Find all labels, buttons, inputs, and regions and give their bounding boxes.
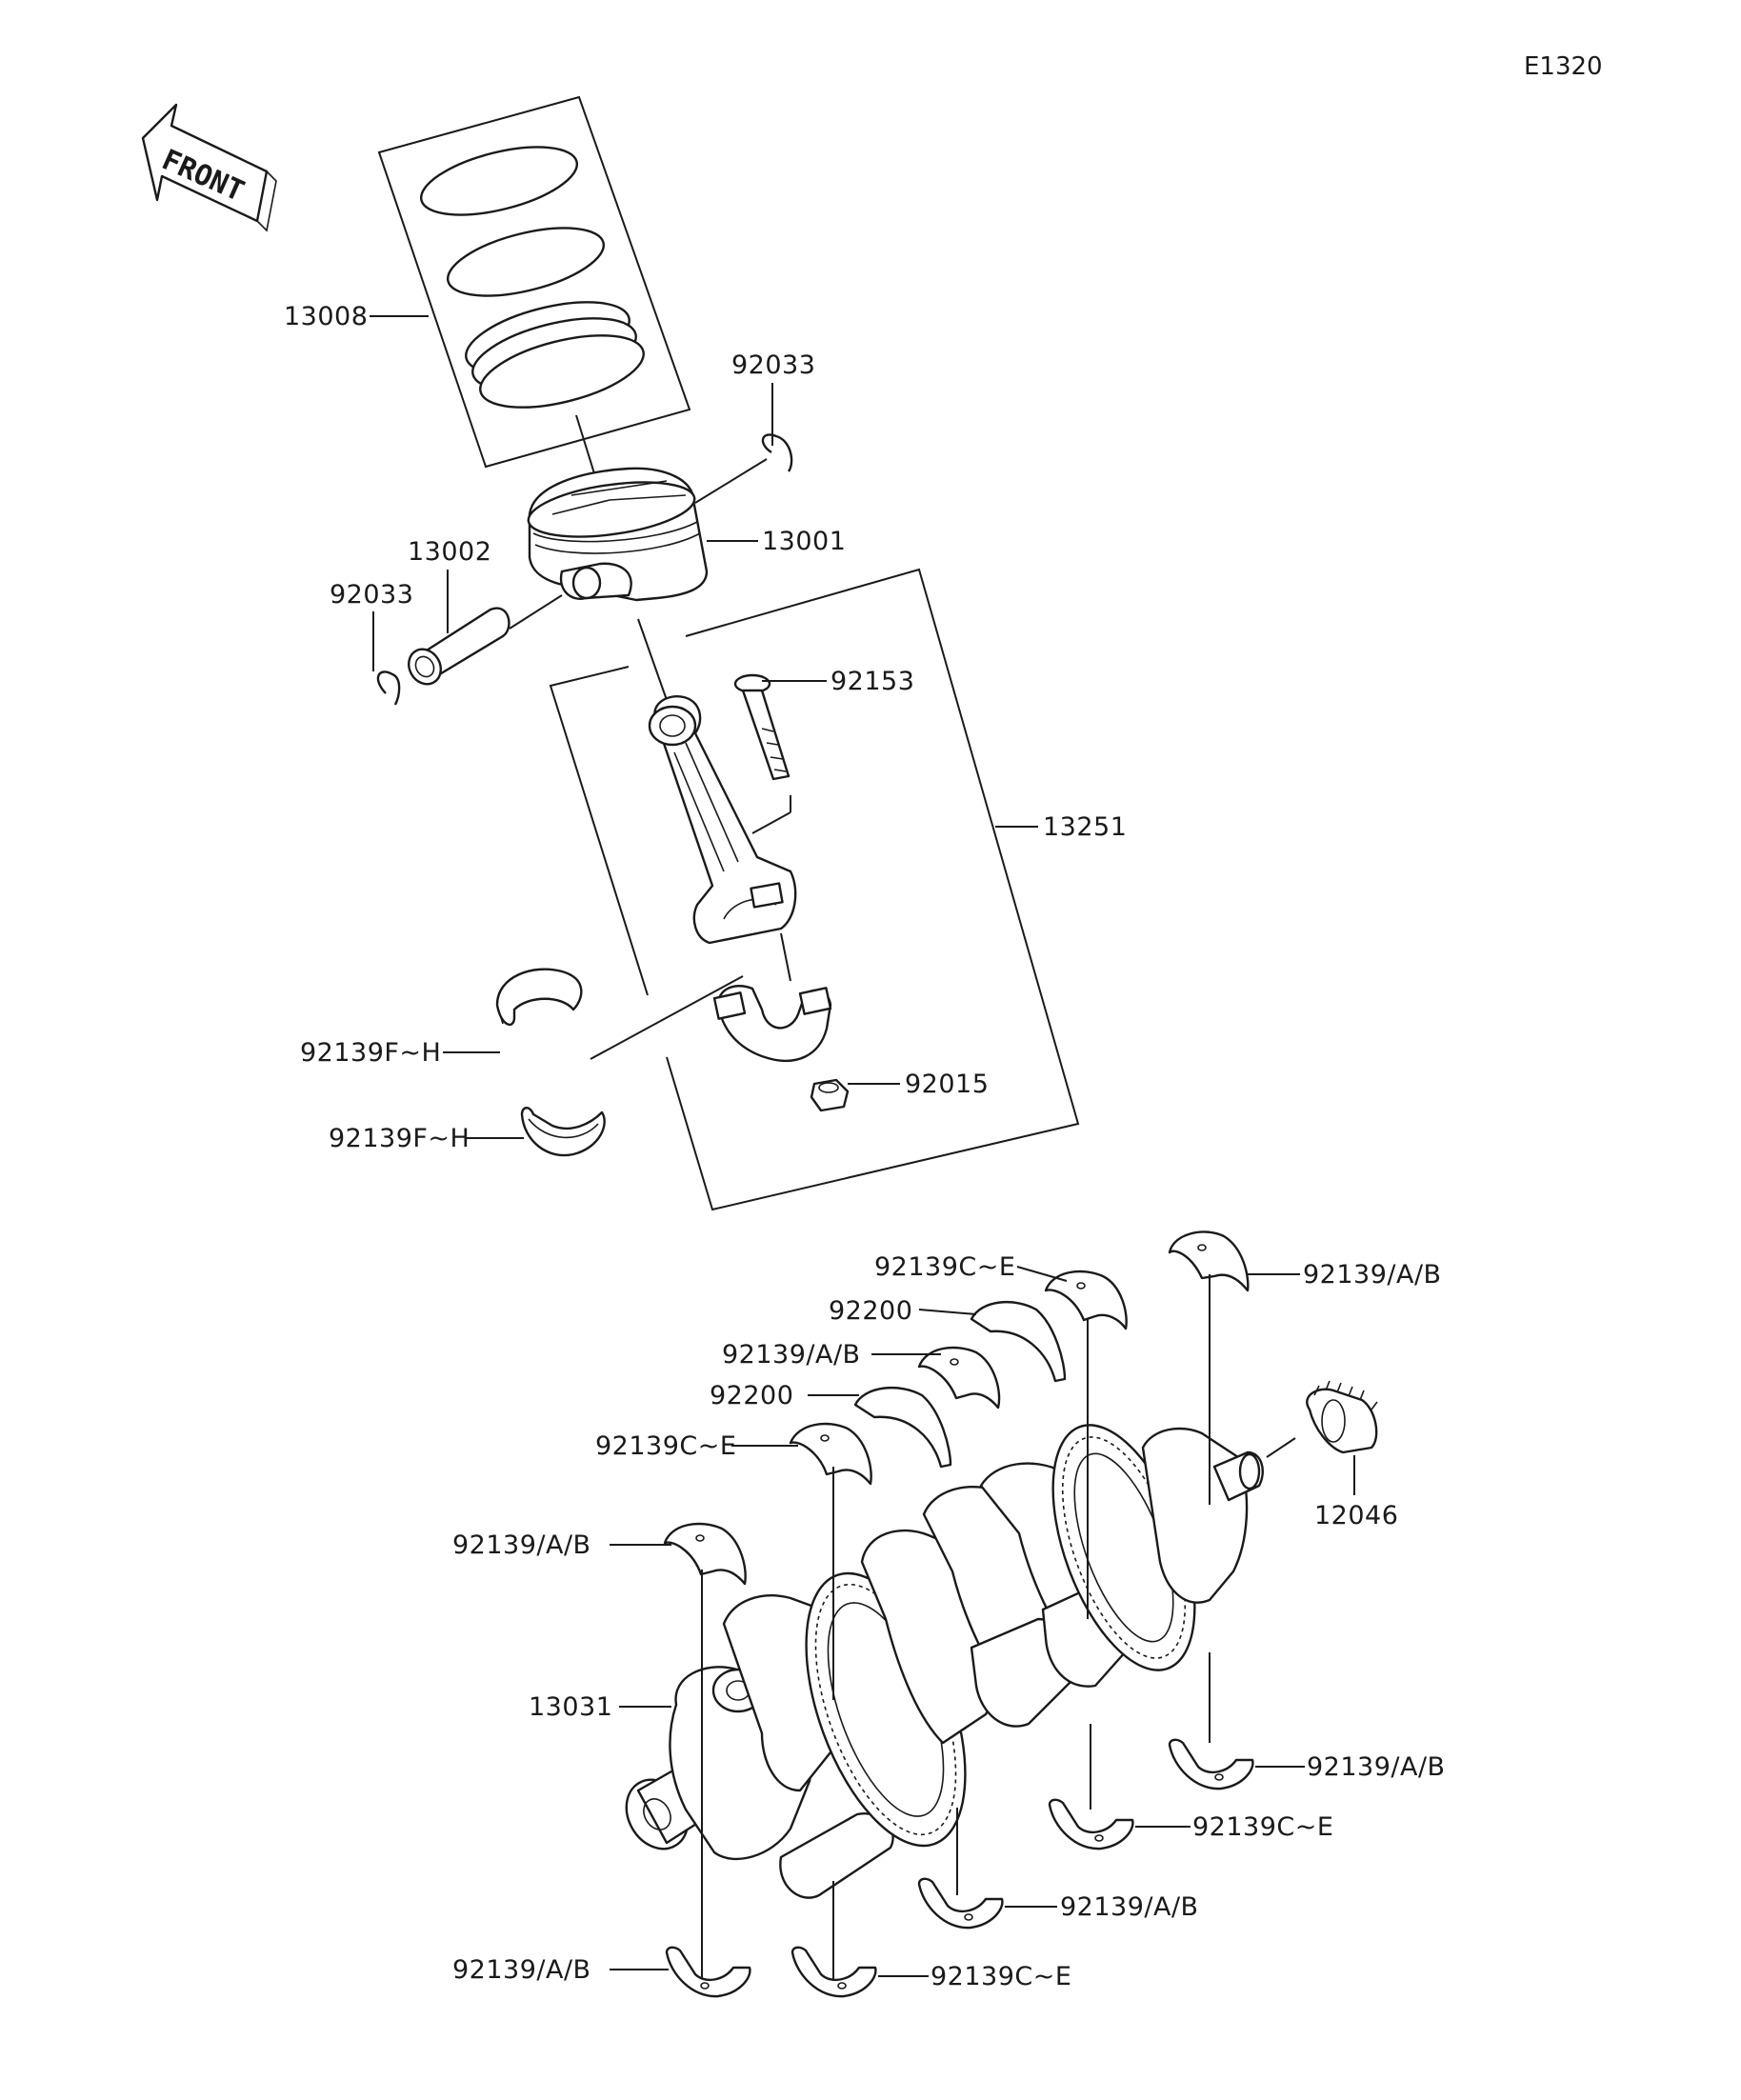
crankshaft [625,1424,1264,1899]
circlip-left [376,670,401,706]
rod-bearing-lower [520,1107,606,1157]
callout-92139FH-2: 92139F~H [329,1124,470,1153]
main-bearing-top-right [1168,1230,1250,1292]
main-bearing-upper-e [789,1422,872,1486]
callout-13008: 13008 [284,302,368,331]
callout-92153: 92153 [830,667,914,696]
callout-92139CE-b: 92139C~E [595,1431,736,1461]
rod-cap [712,985,832,1063]
callout-92139CE-bl: 92139C~E [931,1962,1071,1991]
main-bearing-lower-left [665,1946,751,1998]
thrust-washer-a [970,1300,1067,1383]
connecting-rod [648,695,797,945]
main-bearing-lower-c [1048,1798,1134,1850]
front-arrow-icon: FRONT [141,103,277,232]
piston-pin [407,607,510,686]
diagram-code: E1320 [1524,52,1603,81]
main-bearing-upper-c [1044,1270,1128,1330]
main-bearing-lower-e [790,1946,877,1998]
connecting-rod-box [549,568,1080,1211]
callout-92200-b: 92200 [710,1381,793,1410]
timing-sprocket [1306,1380,1378,1454]
main-bearing-lower-r [1168,1738,1254,1790]
callout-92033-left: 92033 [330,580,413,610]
callout-92139AB-b: 92139/A/B [452,1530,591,1560]
callout-92139AB-a: 92139/A/B [722,1340,861,1370]
callout-13031: 13031 [529,1692,612,1722]
callout-92139CE-a: 92139C~E [874,1252,1015,1282]
rod-bolt [733,673,790,781]
callout-13001: 13001 [762,527,846,556]
main-bearing-lower-b [917,1877,1004,1930]
main-bearing-upper-b [917,1346,1001,1410]
piston-ring-set [377,95,691,469]
callout-13251: 13251 [1043,812,1127,842]
callout-13002: 13002 [408,537,491,567]
rod-nut [810,1078,850,1112]
callout-92139AB-tr: 92139/A/B [1303,1260,1442,1290]
callout-92139FH-1: 92139F~H [300,1038,441,1068]
callout-92015: 92015 [905,1070,989,1099]
callout-92200-a: 92200 [829,1296,912,1326]
callout-92139AB-br: 92139/A/B [1060,1892,1199,1922]
callout-92139AB-bl: 92139/A/B [452,1955,591,1985]
callout-92139CE-r: 92139C~E [1192,1812,1333,1842]
circlip-right [761,433,793,472]
callout-92033-top: 92033 [731,350,815,380]
main-bearing-upper-left [663,1522,747,1586]
rod-bearing-upper [495,968,583,1026]
callout-12046: 12046 [1314,1501,1398,1530]
thrust-washer-b [853,1386,952,1469]
piston [527,467,709,602]
callout-92139AB-r: 92139/A/B [1307,1752,1446,1782]
